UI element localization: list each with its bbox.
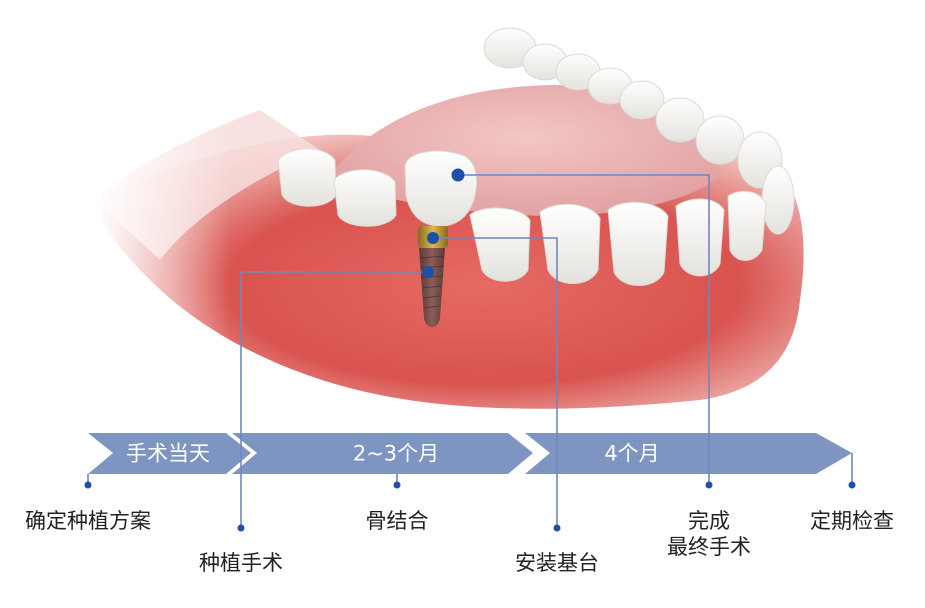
phase-2-arrow <box>232 433 533 474</box>
crown-leader-line <box>458 174 710 487</box>
marker-dots <box>84 168 856 532</box>
front-teeth <box>469 190 767 286</box>
milestone-final-line1: 完成 <box>688 509 730 533</box>
implant-dot <box>422 266 434 278</box>
milestone-dot-abutment <box>553 524 561 532</box>
milestone-dot-plan <box>84 481 92 489</box>
milestone-dot-checkup <box>848 481 856 489</box>
milestone-dot-osseo <box>393 481 401 489</box>
milestone-dot-surgery <box>237 524 245 532</box>
phase-label-surgery-day: 手术当天 <box>126 441 210 466</box>
milestone-checkup: 定期检查 <box>810 509 894 533</box>
milestone-osseointegration: 骨结合 <box>365 509 429 533</box>
phase-1-arrow <box>88 433 251 474</box>
left-molars <box>277 148 397 227</box>
phase-3-arrow <box>525 433 852 474</box>
milestone-plan: 确定种植方案 <box>25 509 151 533</box>
abutment-leader-line <box>433 237 558 528</box>
implant-crown <box>404 150 478 227</box>
milestone-final-line2: 最终手术 <box>667 535 751 560</box>
milestone-final-surgery: 完成 最终手术 <box>667 508 751 561</box>
milestone-dot-final <box>705 481 713 489</box>
abutment-dot <box>427 232 439 244</box>
leader-lines <box>87 174 853 528</box>
phase-label-4-months: 4个月 <box>604 441 660 466</box>
back-teeth <box>483 27 795 235</box>
milestone-abutment: 安装基台 <box>515 551 599 575</box>
implant-leader-line <box>240 271 428 528</box>
crown-dot <box>451 168 465 182</box>
milestone-implant-surgery: 种植手术 <box>199 551 283 575</box>
timeline-band <box>88 433 852 474</box>
phase-label-2-3-months: 2~3个月 <box>352 441 440 466</box>
